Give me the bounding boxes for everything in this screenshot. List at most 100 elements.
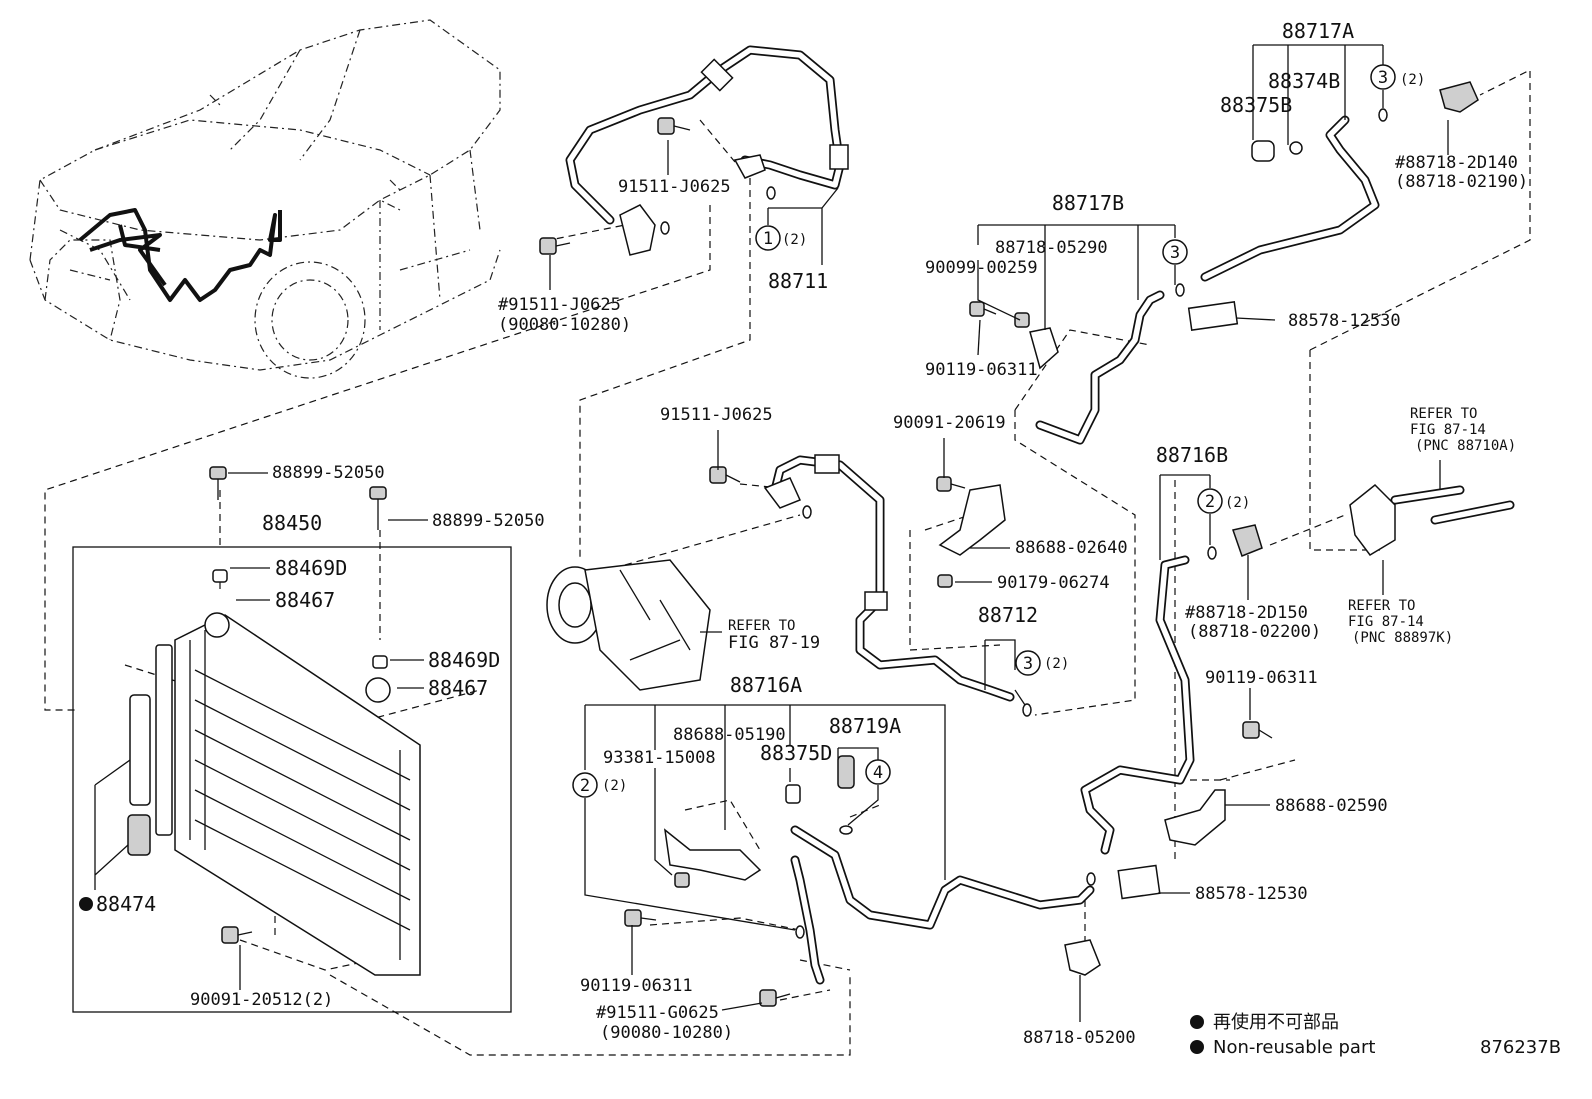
label-88718-2D140: #88718-2D140 xyxy=(1395,153,1518,173)
pressure-sensor-icon xyxy=(837,755,855,789)
refer-label: REFER TO xyxy=(1410,406,1477,422)
bolt-icon xyxy=(1242,721,1273,739)
pressure-switch-icon xyxy=(1232,524,1263,557)
label-90119-06311: 90119-06311 xyxy=(925,360,1038,380)
bolt-icon xyxy=(936,476,966,492)
label-93381-15008: 93381-15008 xyxy=(603,748,716,768)
leader-lines xyxy=(94,44,1449,1022)
bolt-icon xyxy=(539,237,571,255)
bolt-icon xyxy=(624,909,657,927)
legend-dot-icon xyxy=(1190,1015,1204,1029)
refer-label: REFER TO xyxy=(728,618,795,634)
label-88469D: 88469D xyxy=(275,556,347,580)
label-88899-52050: 88899-52050 xyxy=(272,463,385,483)
legend: 再使用不可部品 Non-reusable part xyxy=(1190,1012,1375,1058)
label-88578-12530: 88578-12530 xyxy=(1195,884,1308,904)
bolt-icon xyxy=(937,574,953,588)
callout-2: 2 xyxy=(580,776,590,796)
part-labels: 88717A 88374B 88375B (2) #88718-2D140 (8… xyxy=(79,19,1528,1048)
non-reusable-dot-icon xyxy=(79,897,93,911)
label-88469D: 88469D xyxy=(428,648,500,672)
callout-2: 2 xyxy=(1205,492,1215,512)
label-88712: 88712 xyxy=(978,603,1038,627)
label-91511-J0625: 91511-J0625 xyxy=(660,405,773,425)
condenser-group-box xyxy=(72,546,512,1013)
bolt-icon xyxy=(209,466,227,500)
label-88899-52050: 88899-52050 xyxy=(432,511,545,531)
label-88718-2D150: #88718-2D150 xyxy=(1185,603,1308,623)
bracket-icon xyxy=(619,204,656,256)
legend-text-ja: 再使用不可部品 xyxy=(1213,1012,1339,1033)
label-88375D: 88375D xyxy=(760,741,832,765)
label-91511-J0625: 91511-J0625 xyxy=(618,177,731,197)
label-88688-02640: 88688-02640 xyxy=(1015,538,1128,558)
qty-label: (2) xyxy=(1225,495,1250,511)
legend-text-en: Non-reusable part xyxy=(1213,1037,1375,1058)
refer-label: REFER TO xyxy=(1348,598,1415,614)
qty-label: (2) xyxy=(1400,72,1425,88)
bracket-icon xyxy=(663,828,762,881)
condenser-icon xyxy=(127,569,421,976)
callout-4: 4 xyxy=(873,763,883,783)
bolt-icon xyxy=(657,117,691,135)
label-88711: 88711 xyxy=(768,269,828,293)
label-88718-02190: (88718-02190) xyxy=(1395,172,1528,192)
label-88374B: 88374B xyxy=(1268,69,1340,93)
label-88578-12530: 88578-12530 xyxy=(1288,311,1401,331)
label-88716B: 88716B xyxy=(1156,443,1228,467)
flange-plate-icon xyxy=(1349,483,1396,556)
o-ring-icon xyxy=(660,108,1388,939)
label-91511-G0625: #91511-G0625 xyxy=(596,1003,719,1023)
label-90091-20512: 90091-20512(2) xyxy=(190,990,333,1010)
qty-label: (2) xyxy=(602,778,627,794)
bolt-icon xyxy=(221,926,253,944)
bracket-icon xyxy=(1164,789,1226,846)
qty-label: (2) xyxy=(782,232,807,248)
callout-1: 1 xyxy=(763,229,773,249)
refer-label: FIG 87-14 xyxy=(1410,422,1486,438)
parts xyxy=(127,58,1479,1007)
compressor-icon xyxy=(546,559,711,691)
callout-3: 3 xyxy=(1023,654,1033,674)
desiccant-icon xyxy=(1187,301,1239,331)
bracket-icon xyxy=(938,484,1006,556)
refer-label: FIG 87-14 xyxy=(1348,614,1424,630)
label-90179-06274: 90179-06274 xyxy=(997,573,1110,593)
label-90080-10280: (90080-10280) xyxy=(498,315,631,335)
label-88467: 88467 xyxy=(428,676,488,700)
legend-dot-icon xyxy=(1190,1040,1204,1054)
bolt-icon xyxy=(1014,312,1030,328)
callout-3: 3 xyxy=(1378,68,1388,88)
label-90091-20619: 90091-20619 xyxy=(893,413,1006,433)
bolt-icon xyxy=(759,989,791,1007)
label-90119-06311: 90119-06311 xyxy=(1205,668,1318,688)
bracket-icon xyxy=(1029,327,1059,370)
figure-number: 876237B xyxy=(1480,1037,1561,1058)
label-88718-05290: 88718-05290 xyxy=(995,238,1108,258)
label-90080-10280: (90080-10280) xyxy=(600,1023,733,1043)
qty-label: (2) xyxy=(1044,656,1069,672)
label-88467: 88467 xyxy=(275,588,335,612)
bolt-icon xyxy=(709,466,741,484)
desiccant-icon xyxy=(1117,864,1161,900)
label-88450: 88450 xyxy=(262,511,322,535)
bolt-icon xyxy=(369,486,387,530)
label-90099-00259: 90099-00259 xyxy=(925,258,1038,278)
bracket-icon xyxy=(1064,939,1101,976)
refer-label: (PNC 88710A) xyxy=(1415,438,1516,454)
label-88474: 88474 xyxy=(96,892,156,916)
label-88688-05190: 88688-05190 xyxy=(673,725,786,745)
bolt-icon xyxy=(674,872,690,888)
label-88717A: 88717A xyxy=(1282,19,1354,43)
label-88716A: 88716A xyxy=(730,673,802,697)
label-90119-06311: 90119-06311 xyxy=(580,976,693,996)
label-88717B: 88717B xyxy=(1052,191,1124,215)
refer-label: (PNC 88897K) xyxy=(1352,630,1453,646)
label-88375B: 88375B xyxy=(1220,93,1292,117)
label-88718-05200: 88718-05200 xyxy=(1023,1028,1136,1048)
label-91511-J0625-nonreusable: #91511-J0625 xyxy=(498,295,621,315)
refer-label: FIG 87-19 xyxy=(728,633,820,653)
label-88718-02200: (88718-02200) xyxy=(1188,622,1321,642)
pressure-switch-icon xyxy=(1439,81,1479,113)
